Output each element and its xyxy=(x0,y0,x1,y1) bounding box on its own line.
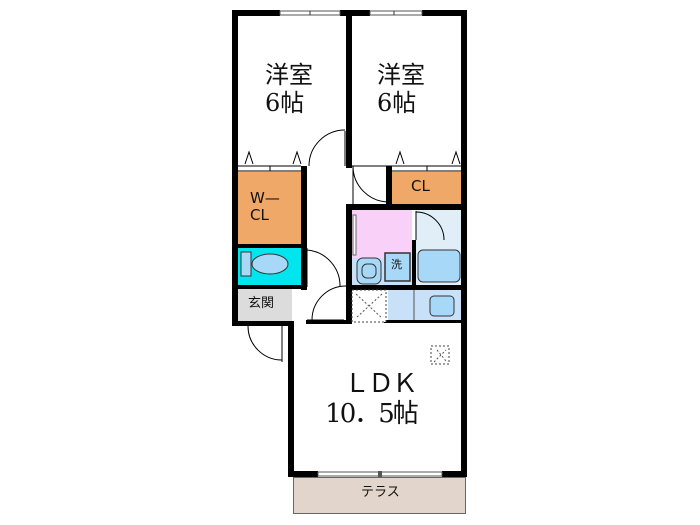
terrace-label: テラス xyxy=(361,485,400,500)
walk-in-closet-label: W— CL xyxy=(250,189,280,225)
wall-toilet-bottom xyxy=(232,285,307,289)
ldk-size: 10．5帖 xyxy=(325,398,419,429)
terrace xyxy=(293,477,466,514)
walk-in-closet xyxy=(238,172,301,244)
wall-center-upper xyxy=(346,10,352,168)
wall-closet-bottom-left xyxy=(232,244,307,248)
wall-ldk-bottom-left xyxy=(288,471,318,477)
wall-ldk-bottom-right xyxy=(442,471,467,477)
wall-wcl-right xyxy=(301,166,307,290)
western-room-left-size: 6帖 xyxy=(265,88,305,117)
western-room-left-name: 洋室 xyxy=(265,61,313,89)
ldk-name: ＬＤＫ xyxy=(343,369,418,399)
western-room-left-label: 洋室 6帖 xyxy=(265,61,313,117)
washer-label: 洗 xyxy=(391,258,402,271)
ldk-label: ＬＤＫ 10．5帖 xyxy=(325,369,425,430)
wall-right-outer xyxy=(461,10,467,476)
wall-wet-left xyxy=(346,204,352,324)
closet-label: CL xyxy=(411,177,430,195)
wall-hall-bottom xyxy=(306,320,346,324)
wall-left-outer xyxy=(232,10,238,326)
wall-cl-left xyxy=(386,166,392,204)
entrance-area xyxy=(238,289,292,321)
wall-wet-divider xyxy=(412,240,416,286)
wall-top-mid xyxy=(340,10,370,16)
wall-wet-top xyxy=(346,204,467,210)
wall-wet-bottom xyxy=(384,320,467,323)
wall-top-right xyxy=(422,10,467,16)
wall-ldk-left xyxy=(288,321,294,477)
wall-wet-mid xyxy=(346,285,467,290)
wall-entrance-bottom xyxy=(232,321,294,326)
wcl-line1: W— xyxy=(250,189,280,207)
wcl-line2: CL xyxy=(250,206,269,225)
closet-right xyxy=(392,172,462,204)
western-room-right-name: 洋室 xyxy=(377,61,425,89)
entrance-label: 玄関 xyxy=(248,296,275,311)
western-room-right-size: 6帖 xyxy=(377,88,417,117)
wall-top-left xyxy=(232,10,280,16)
western-room-right-label: 洋室 6帖 xyxy=(377,61,425,117)
